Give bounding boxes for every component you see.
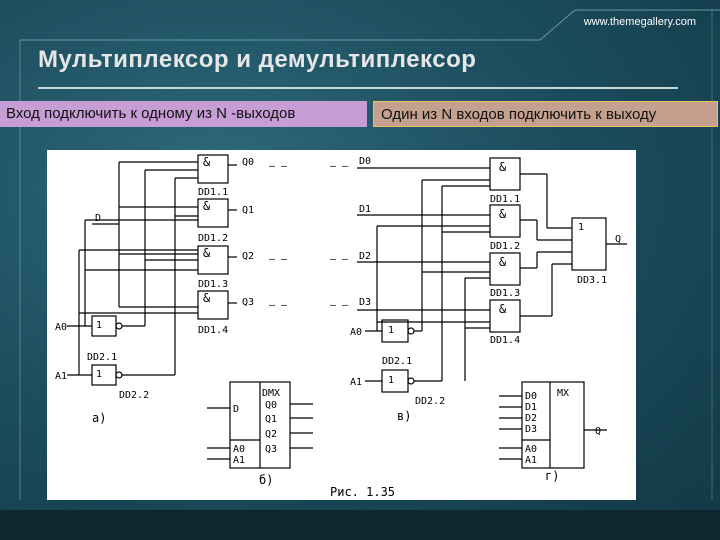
circuit-diagram: & & & & 1 1 & & & & 1 1 1 DD1.1 DD1.2 DD… xyxy=(55,154,627,499)
label-q: Q xyxy=(615,234,621,245)
label-dd21: DD2.1 xyxy=(382,356,412,367)
and-symbol: & xyxy=(203,246,211,260)
left-caption: Вход подключить к одному из N -выходов xyxy=(0,101,367,127)
caption-a: а) xyxy=(92,411,106,425)
slide-title: Мультиплексор и демультиплексор xyxy=(38,46,477,73)
footer-bar xyxy=(0,510,720,540)
not-symbol: 1 xyxy=(96,320,102,331)
not-symbol: 1 xyxy=(96,369,102,380)
label-a0: A0 xyxy=(525,444,537,455)
label-dd11: DD1.1 xyxy=(490,194,520,205)
label-q1: Q1 xyxy=(265,414,277,425)
label-dd12: DD1.2 xyxy=(490,241,520,252)
circuit-diagram-figure: & & & & 1 1 & & & & 1 1 1 DD1.1 DD1.2 DD… xyxy=(47,150,636,500)
label-dd11: DD1.1 xyxy=(198,187,228,198)
title-divider xyxy=(38,87,678,89)
label-a0: A0 xyxy=(55,322,67,333)
label-d1: D1 xyxy=(525,402,537,413)
dash: – – xyxy=(269,300,288,311)
and-symbol: & xyxy=(203,155,211,169)
or-symbol: 1 xyxy=(578,222,584,233)
label-q: Q xyxy=(595,426,601,437)
label-dd13: DD1.3 xyxy=(198,279,228,290)
label-a1: A1 xyxy=(233,455,245,466)
and-symbol: & xyxy=(203,199,211,213)
label-q3: Q3 xyxy=(265,444,277,455)
label-d1: D1 xyxy=(359,204,371,215)
label-q1: Q1 xyxy=(242,205,254,216)
dash: – – xyxy=(269,161,288,172)
label-d3: D3 xyxy=(359,297,371,308)
label-dd14: DD1.4 xyxy=(198,325,228,336)
dash: – – xyxy=(330,161,349,172)
label-q3: Q3 xyxy=(242,297,254,308)
dash: – – xyxy=(330,254,349,265)
label-a0: A0 xyxy=(233,444,245,455)
label-q0: Q0 xyxy=(265,400,277,411)
label-d0: D0 xyxy=(525,391,537,402)
figure-caption: Рис. 1.35 xyxy=(330,485,395,499)
label-mx: MX xyxy=(557,388,569,399)
label-d: D xyxy=(95,213,101,224)
label-dd22: DD2.2 xyxy=(415,396,445,407)
label-d0: D0 xyxy=(359,156,371,167)
label-d: D xyxy=(233,404,239,415)
and-symbol: & xyxy=(203,291,211,305)
dash: – – xyxy=(269,254,288,265)
label-d2: D2 xyxy=(525,413,537,424)
not-symbol: 1 xyxy=(388,325,394,336)
caption-v: в) xyxy=(397,409,411,423)
label-d2: D2 xyxy=(359,251,371,262)
label-a1: A1 xyxy=(525,455,537,466)
label-dd13: DD1.3 xyxy=(490,288,520,299)
site-url[interactable]: www.themegallery.com xyxy=(583,16,696,28)
label-dmx: DMX xyxy=(262,388,280,399)
label-dd22: DD2.2 xyxy=(119,390,149,401)
and-symbol: & xyxy=(499,207,507,221)
label-q0: Q0 xyxy=(242,157,254,168)
and-symbol: & xyxy=(499,255,507,269)
label-q2: Q2 xyxy=(242,251,254,262)
dash: – – xyxy=(330,300,349,311)
not-symbol: 1 xyxy=(388,375,394,386)
and-symbol: & xyxy=(499,302,507,316)
label-q2: Q2 xyxy=(265,429,277,440)
label-dd31: DD3.1 xyxy=(577,275,607,286)
and-symbol: & xyxy=(499,160,507,174)
label-dd12: DD1.2 xyxy=(198,233,228,244)
caption-b: б) xyxy=(259,473,273,487)
label-dd21: DD2.1 xyxy=(87,352,117,363)
right-caption: Один из N входов подключить к выходу xyxy=(373,101,718,127)
label-dd14: DD1.4 xyxy=(490,335,520,346)
label-a0: A0 xyxy=(350,327,362,338)
caption-g: г) xyxy=(545,469,559,483)
label-a1: A1 xyxy=(350,377,362,388)
label-a1: A1 xyxy=(55,371,67,382)
label-d3: D3 xyxy=(525,424,537,435)
